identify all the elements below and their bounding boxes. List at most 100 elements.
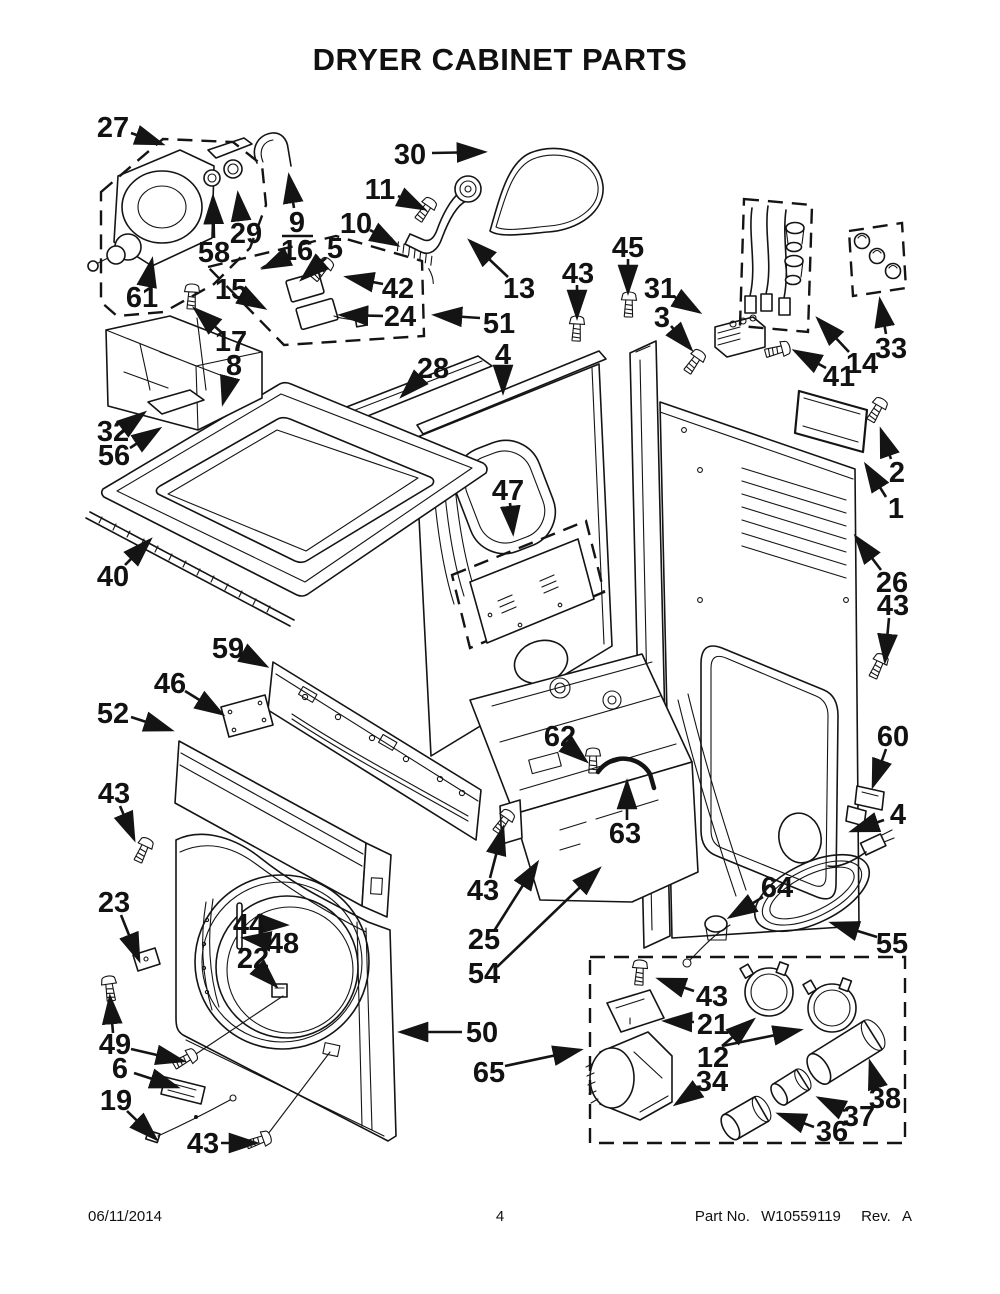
callout-42: 42 (382, 273, 414, 305)
callout-arrow-46 (184, 689, 226, 717)
callout-55: 55 (876, 928, 908, 960)
callout-43: 43 (696, 981, 728, 1013)
callout-31: 31 (644, 273, 676, 305)
callout-43: 43 (562, 258, 594, 290)
callout-50: 50 (466, 1017, 498, 1049)
callout-arrow-34 (672, 1080, 705, 1107)
console-panel-drawing (174, 694, 392, 918)
callout-arrow-3 (665, 321, 694, 352)
callout-arrow-15 (235, 285, 268, 310)
front-panel-drawing (175, 833, 397, 1142)
callout-arrow-21 (661, 1011, 695, 1033)
callout-17: 17 (215, 326, 247, 358)
callout-54: 54 (468, 958, 500, 990)
top-panel-drawing (85, 355, 493, 627)
callout-arrow-55 (828, 921, 878, 942)
callout-29: 29 (230, 218, 262, 250)
callout-arrow-5 (299, 253, 330, 282)
callout-45: 45 (612, 232, 644, 264)
callout-arrow-11 (394, 187, 428, 211)
callout-15: 15 (215, 274, 247, 306)
callout-arrow-12 (721, 1017, 756, 1047)
callout-40: 40 (97, 561, 129, 593)
callout-1: 1 (888, 493, 904, 525)
callout-37: 37 (843, 1101, 875, 1133)
callout-44: 44 (233, 909, 265, 941)
callout-layer: 2730119162958105422415611783256402813514… (97, 112, 909, 1160)
callout-arrow-43 (113, 805, 136, 843)
callout-arrow-17 (192, 306, 223, 335)
callout-arrow-56 (129, 426, 163, 453)
callout-38: 38 (869, 1083, 901, 1115)
callout-49: 49 (99, 1029, 131, 1061)
callout-61: 61 (126, 282, 158, 314)
callout-arrow-59 (237, 643, 270, 668)
callout-51: 51 (483, 308, 515, 340)
callout-28: 28 (417, 353, 449, 385)
callout-60: 60 (877, 721, 909, 753)
callout-arrow-62 (558, 735, 589, 764)
callout-27: 27 (97, 112, 129, 144)
callout-arrow-27 (130, 125, 166, 146)
access-plate-drawing (793, 389, 885, 811)
callout-arrow-22 (249, 959, 279, 989)
callout-arrow-37 (815, 1096, 849, 1120)
callout-arrow-30 (431, 142, 488, 163)
callout-22: 22 (237, 943, 269, 975)
vent-kit-drawing (585, 961, 886, 1141)
callout-12: 12 (697, 1042, 729, 1074)
callout-arrow-1 (863, 461, 890, 498)
callout-arrow-19 (126, 1110, 159, 1142)
callout-arrow-29 (230, 190, 252, 223)
callout-arrow-32 (115, 410, 148, 438)
idler-belt-drawing (260, 147, 604, 331)
callout-43: 43 (187, 1128, 219, 1160)
callout-5: 5 (327, 233, 343, 265)
dashed-boundaries (99, 137, 908, 1145)
rev-value: A (901, 1208, 912, 1225)
callout-23: 23 (98, 887, 130, 919)
callout-62: 62 (544, 721, 576, 753)
callout-arrow-28 (399, 369, 429, 399)
callout-arrow-26 (853, 533, 883, 571)
callout-arrow-47 (499, 502, 521, 537)
duct-plate-drawing (450, 519, 606, 650)
callout-arrow-6 (133, 1068, 181, 1089)
callout-arrow-24 (337, 305, 384, 327)
callout-arrow-4 (848, 812, 885, 833)
callout-arrow-49 (130, 1044, 187, 1065)
part-no-label: Part No. (694, 1208, 750, 1225)
callout-32: 32 (97, 416, 129, 448)
callout-16: 16 (281, 235, 313, 267)
part-number: W10559119 (761, 1208, 841, 1225)
callout-arrow-49 (101, 993, 123, 1034)
callout-arrow-23 (119, 914, 141, 964)
callout-arrow-65 (504, 1045, 584, 1068)
callout-arrow-64 (726, 893, 764, 920)
page-title: DRYER CABINET PARTS (312, 42, 688, 77)
callout-arrow-9 (282, 172, 304, 209)
callout-3: 3 (654, 302, 670, 334)
callout-arrow-13 (467, 238, 509, 278)
footer-date: 06/11/2014 (88, 1208, 162, 1225)
callout-arrow-2 (879, 426, 900, 460)
callout-arrow-38 (867, 1058, 888, 1092)
callout-arrow-12 (721, 1025, 804, 1048)
callout-48: 48 (267, 928, 299, 960)
drive-motor-drawing (87, 132, 292, 272)
callout-arrow-52 (130, 711, 175, 732)
callout-arrow-54 (496, 866, 602, 968)
callout-arrow-41 (791, 349, 827, 374)
callout-43: 43 (877, 590, 909, 622)
callout-arrow-16 (260, 246, 294, 270)
callout-43: 43 (98, 778, 130, 810)
callout-64: 64 (761, 872, 793, 904)
callout-10: 10 (340, 208, 372, 240)
callout-33: 33 (875, 333, 907, 365)
callout-36: 36 (816, 1116, 848, 1148)
callout-arrow-40 (123, 537, 153, 567)
callout-24: 24 (384, 301, 416, 333)
callout-13: 13 (503, 273, 535, 305)
callout-11: 11 (365, 174, 396, 206)
